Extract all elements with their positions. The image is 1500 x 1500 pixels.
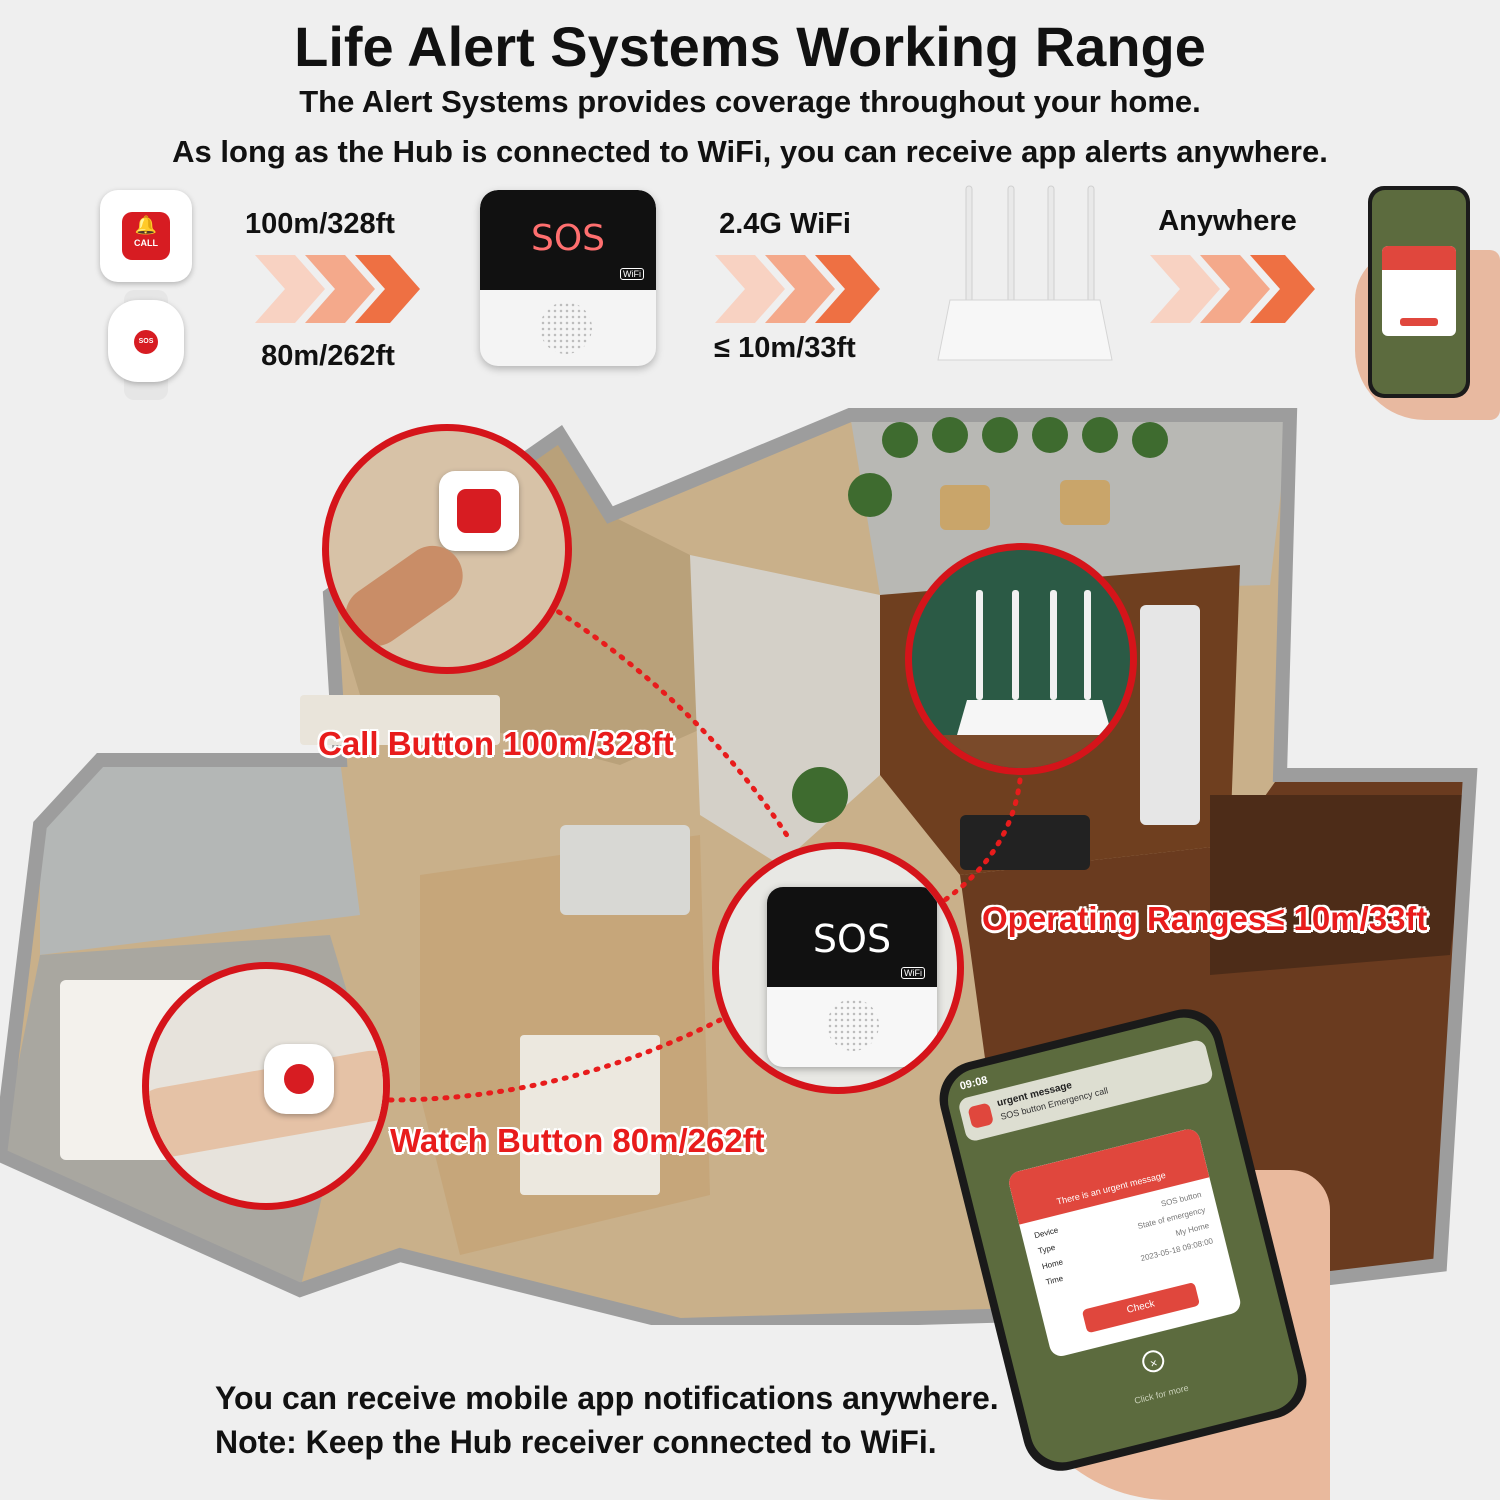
footer-line-1: You can receive mobile app notifications… <box>215 1380 999 1416</box>
wifi-range: ≤ 10m/33ft <box>714 332 856 364</box>
arrow-1 <box>255 255 420 323</box>
watch-on-wrist <box>264 1044 334 1114</box>
hub-circle-screen-text: SOS <box>812 917 892 961</box>
phone-small-screen <box>1372 190 1466 394</box>
call-button-device: 🔔 CALL <box>100 190 192 282</box>
close-icon[interactable]: × <box>1139 1347 1167 1375</box>
watch-button-text: SOS <box>134 330 158 354</box>
bell-icon: 🔔 <box>134 215 158 235</box>
app-icon <box>967 1102 995 1130</box>
arrow-2 <box>715 255 880 323</box>
hub-circle-device: SOS WiFi <box>767 887 937 1067</box>
anywhere-label: Anywhere <box>1158 205 1297 237</box>
watch-button-circle <box>142 962 390 1210</box>
notification-banner: urgent message SOS button Emergency call <box>957 1038 1215 1143</box>
call-button-red <box>457 489 501 533</box>
phone-small <box>1368 186 1470 398</box>
call-button-wall <box>439 471 519 551</box>
router-icon <box>937 185 1113 361</box>
hub-screen: SOS WiFi <box>480 190 656 290</box>
operating-range-callout: Operating Ranges≤ 10m/33ft <box>982 900 1428 937</box>
call-button-face: 🔔 CALL <box>122 212 170 260</box>
router-circle <box>905 543 1137 775</box>
button-range-top: 100m/328ft <box>245 208 395 240</box>
arrow-3 <box>1150 255 1315 323</box>
hub-circle-speaker <box>827 999 879 1051</box>
wifi-label: 2.4G WiFi <box>719 208 851 240</box>
call-button-text: CALL <box>134 238 158 248</box>
watch-red-button <box>284 1064 314 1094</box>
call-button-callout: Call Button 100m/328ft <box>318 725 674 762</box>
hub-circle-screen: SOS WiFi <box>767 887 937 987</box>
call-button-circle <box>322 424 572 674</box>
footer-line-2: Note: Keep the Hub receiver connected to… <box>215 1424 937 1460</box>
subtitle-line-2: As long as the Hub is connected to WiFi,… <box>172 134 1328 169</box>
hub-circle: SOS WiFi <box>712 842 964 1094</box>
hub-screen-text: SOS <box>530 218 606 259</box>
subtitle-line-1: The Alert Systems provides coverage thro… <box>299 84 1201 119</box>
check-button[interactable]: Check <box>1081 1282 1201 1334</box>
hub-circle-wifi-badge: WiFi <box>901 967 925 979</box>
speaker-grille <box>540 302 592 354</box>
watch-button-callout: Watch Button 80m/262ft <box>390 1122 765 1159</box>
button-range-bottom: 80m/262ft <box>261 340 395 372</box>
wifi-badge: WiFi <box>620 268 644 280</box>
watch-button-device: SOS <box>108 300 184 382</box>
hub-device: SOS WiFi <box>480 190 656 366</box>
phone-time: 09:08 <box>958 1074 989 1093</box>
page-title: Life Alert Systems Working Range <box>294 15 1206 78</box>
phone-small-dialog <box>1382 246 1456 336</box>
